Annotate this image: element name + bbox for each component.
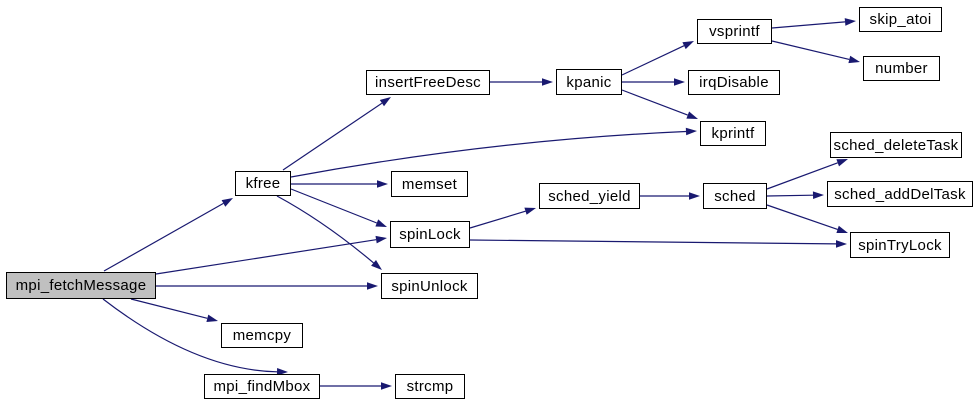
edge-kpanic-kprintf [621,89,688,116]
node-label-kprintf: kprintf [711,125,755,142]
node-sched[interactable]: sched [703,183,767,209]
arrowhead-sched-sched_addDelTask [812,191,824,199]
node-kfree[interactable]: kfree [235,171,291,196]
node-label-spinLock: spinLock [399,226,461,243]
arrowhead-spinLock-spinTryLock [836,240,847,248]
edge-spinLock-spinTryLock [469,239,837,245]
arrowhead-kpanic-kprintf [686,111,698,119]
edge-spinLock-sched_yield [469,210,526,229]
node-label-skip_atoi: skip_atoi [869,11,932,28]
node-memset[interactable]: memset [391,171,468,197]
arrowhead-sched-sched_deleteTask [836,159,848,167]
node-label-sched_yield: sched_yield [548,187,631,205]
node-label-irqDisable: irqDisable [699,74,769,91]
node-spinTryLock[interactable]: spinTryLock [850,232,950,258]
node-kprintf[interactable]: kprintf [700,121,766,146]
node-strcmp[interactable]: strcmp [395,374,465,399]
arrowhead-kfree-kprintf [685,127,697,136]
node-label-memset: memset [401,175,458,193]
arrowhead-kfree-spinUnlock [371,260,382,270]
node-label-vsprintf: vsprintf [709,23,760,40]
edge-mpi_fetchMessage-mpi_findMbox [102,298,278,373]
node-insertFreeDesc[interactable]: insertFreeDesc [366,70,490,95]
node-sched_addDelTask[interactable]: sched_addDelTask [827,181,973,207]
node-label-sched_addDelTask: sched_addDelTask [834,185,966,203]
edge-kfree-spinLock [290,188,378,224]
node-spinUnlock[interactable]: spinUnlock [381,273,478,299]
node-memcpy[interactable]: memcpy [221,323,303,348]
node-label-sched: sched [714,187,756,205]
arrowhead-mpi_fetchMessage-spinLock [375,235,387,244]
arrowhead-kfree-memset [377,180,388,188]
edge-vsprintf-skip_atoi [771,21,846,29]
node-vsprintf[interactable]: vsprintf [697,19,772,44]
node-irqDisable[interactable]: irqDisable [688,70,780,95]
arrowhead-insertFreeDesc-kpanic [542,78,553,86]
arrowhead-vsprintf-number [848,55,860,64]
arrowhead-mpi_fetchMessage-spinUnlock [367,282,378,290]
node-label-mpi_fetchMessage: mpi_fetchMessage [15,277,147,294]
node-label-sched_deleteTask: sched_deleteTask [833,136,959,154]
node-spinLock[interactable]: spinLock [390,221,470,248]
node-kpanic[interactable]: kpanic [556,69,622,95]
edge-mpi_fetchMessage-memcpy [130,298,208,319]
arrowhead-mpi_fetchMessage-memcpy [206,314,218,322]
edge-kfree-insertFreeDesc [282,102,383,171]
node-mpi_fetchMessage[interactable]: mpi_fetchMessage [6,272,156,299]
node-label-memcpy: memcpy [232,327,292,344]
edge-sched-sched_deleteTask [766,162,838,190]
node-label-spinTryLock: spinTryLock [858,236,942,254]
node-sched_yield[interactable]: sched_yield [539,183,640,209]
arrowhead-mpi_fetchMessage-mpi_findMbox [276,368,288,376]
node-label-kfree: kfree [245,175,281,192]
edge-mpi_fetchMessage-spinLock [155,239,377,275]
edge-kfree-spinUnlock [276,195,374,264]
arrowhead-spinLock-sched_yield [524,207,536,215]
node-label-strcmp: strcmp [406,378,454,395]
arrowhead-vsprintf-skip_atoi [844,18,856,26]
node-label-insertFreeDesc: insertFreeDesc [375,74,481,91]
arrowhead-kpanic-vsprintf [682,41,694,50]
node-sched_deleteTask[interactable]: sched_deleteTask [830,132,962,158]
node-skip_atoi[interactable]: skip_atoi [859,7,942,32]
arrowhead-sched_yield-sched [689,192,700,200]
arrowhead-kpanic-irqDisable [674,78,685,86]
edge-sched-spinTryLock [766,204,838,230]
edge-vsprintf-number [771,40,850,60]
node-mpi_findMbox[interactable]: mpi_findMbox [204,374,320,399]
node-label-spinUnlock: spinUnlock [391,277,468,295]
edge-sched-sched_addDelTask [766,194,814,197]
arrowhead-sched-spinTryLock [836,225,848,233]
node-label-kpanic: kpanic [566,73,612,91]
edge-kfree-kprintf [290,130,687,178]
arrowhead-kfree-spinLock [375,219,387,227]
edge-mpi_fetchMessage-kfree [103,202,224,272]
edge-kpanic-vsprintf [621,45,685,76]
node-label-number: number [875,60,928,77]
arrowhead-mpi_fetchMessage-kfree [221,198,233,207]
arrowhead-kfree-insertFreeDesc [379,97,391,107]
arrowhead-mpi_findMbox-strcmp [381,382,392,390]
node-number[interactable]: number [863,56,940,81]
node-label-mpi_findMbox: mpi_findMbox [213,378,311,395]
